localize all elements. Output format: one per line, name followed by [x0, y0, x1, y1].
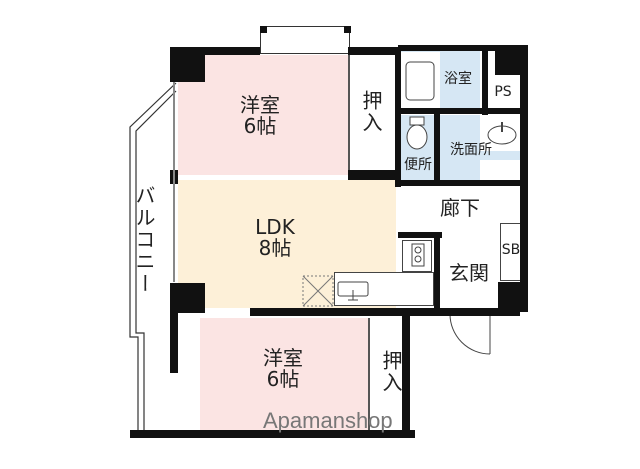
- hallway-label: 廊下: [440, 196, 480, 220]
- ldk-size: 8帖: [258, 236, 292, 260]
- ldk-name: LDK: [255, 215, 295, 239]
- washroom-label: 洗面所: [450, 142, 492, 158]
- western-room-top-size: 6帖: [243, 114, 277, 138]
- western-room-bottom-size: 6帖: [266, 367, 300, 391]
- stove-icon: [411, 243, 425, 267]
- wall-top-left: [170, 47, 260, 55]
- balcony-outline: [129, 82, 177, 430]
- pipe-space: [485, 75, 521, 107]
- closet-bottom-label: 押入: [379, 350, 403, 394]
- top-window-bay: [260, 26, 350, 54]
- kitchen-sink-icon: [337, 281, 369, 301]
- western-room-top-name: 洋室: [240, 93, 280, 117]
- entrance: [440, 240, 500, 308]
- closet-top-label: 押入: [359, 90, 383, 134]
- western-room-top-label: 洋室 6帖: [225, 95, 295, 137]
- western-room-bottom: [200, 318, 368, 430]
- shoe-box-label: SB: [501, 242, 521, 258]
- bathroom-label: 浴室: [444, 71, 472, 87]
- pipe-space-label: PS: [494, 84, 512, 100]
- balcony-label: バルコニー: [132, 185, 156, 295]
- fridge-space-icon: [302, 275, 334, 307]
- toilet-label: 便所: [404, 157, 432, 173]
- entrance-label: 玄関: [449, 261, 489, 285]
- western-room-top: [178, 55, 348, 175]
- western-room-bottom-label: 洋室 6帖: [248, 348, 318, 390]
- bathtub-icon: [400, 52, 440, 108]
- toilet-icon: [406, 116, 428, 150]
- ldk-label: LDK 8帖: [235, 217, 315, 259]
- closet-top: [350, 55, 390, 175]
- wash-basin-icon: [487, 122, 517, 145]
- western-room-bottom-name: 洋室: [263, 346, 303, 370]
- watermark: Apamanshop: [263, 408, 393, 433]
- entrance-door-icon: [449, 313, 491, 355]
